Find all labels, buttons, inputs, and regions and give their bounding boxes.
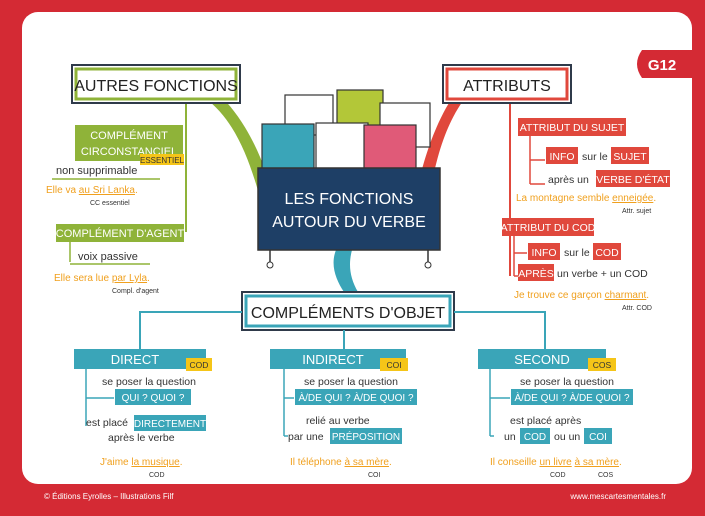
attr-cod-info: INFO [531, 247, 556, 259]
attr-sujet-info: INFO [549, 151, 574, 163]
second-coi-box [584, 428, 612, 444]
indirect-tag: COI [386, 360, 401, 370]
attr-sujet-verbe-box [596, 170, 670, 187]
second-question-box [511, 389, 633, 405]
badge-label: G12 [648, 57, 676, 74]
center-title-line1: LES FONCTIONS [285, 191, 414, 208]
autres-title: AUTRES FONCTIONS [74, 78, 238, 95]
indirect-question-text: se poser la question [304, 376, 398, 388]
branch-complements [333, 250, 358, 292]
direct-example: J'aime la musique. [100, 457, 183, 468]
cc-example-note: CC essentiel [90, 200, 130, 207]
agent-label-box [56, 224, 184, 242]
cc-label-line1: COMPLÉMENT [90, 129, 168, 142]
agent-property: voix passive [78, 251, 138, 263]
attr-sujet-sur: sur le [582, 151, 608, 163]
attributs-title: ATTRIBUTS [463, 78, 551, 95]
direct-placed-2: après le verbe [108, 432, 175, 444]
autres-title-box [71, 64, 241, 104]
second-cod: COD [524, 432, 546, 443]
cubes-illustration [261, 89, 431, 174]
indirect-related-1: relié au verbe [306, 415, 370, 427]
direct-placed: DIRECTEMENT [134, 419, 206, 430]
second-placed-pre: un [504, 431, 516, 443]
attr-sujet-example-note: Attr. sujet [622, 208, 651, 215]
attr-sujet-label: ATTRIBUT DU SUJET [520, 122, 625, 134]
attr-sujet-target: SUJET [613, 151, 647, 163]
center-board: LES FONCTIONS AUTOUR DU VERBE [257, 167, 441, 269]
attr-cod-label: ATTRIBUT DU COD [501, 222, 596, 234]
direct-question-box [115, 389, 191, 405]
attr-cod-apres: APRÈS [518, 267, 554, 280]
second-tag-box [588, 358, 616, 371]
second-example-note-cos: COS [598, 472, 614, 479]
indirect-question: À/DE QUI ? À/DE QUOI ? [298, 391, 413, 404]
footer-credits: © Éditions Eyrolles – Illustrations Filf [44, 492, 174, 501]
agent-label: COMPLÉMENT D'AGENT [56, 227, 185, 240]
indirect-related-2: par une [288, 431, 324, 443]
indirect-tag-box [380, 358, 408, 371]
indirect-question-box [295, 389, 417, 405]
direct-placed-1: est placé [86, 417, 128, 429]
attr-cod-label-box [502, 218, 594, 236]
attr-cod-rest: un verbe + un COD [557, 268, 648, 280]
second-question: À/DE QUI ? À/DE QUOI ? [514, 391, 629, 404]
indirect-example: Il téléphone à sa mère. [290, 457, 392, 468]
attr-sujet-example: La montagne semble enneigée. [516, 193, 656, 204]
direct-tag: COD [190, 360, 209, 370]
cc-tag: ESSENTIEL [140, 156, 185, 165]
footer-website[interactable]: www.mescartesmentales.fr [569, 492, 666, 501]
second-example-note-cod: COD [550, 472, 566, 479]
attr-cod-example-note: Attr. COD [622, 305, 652, 312]
agent-example: Elle sera lue par Lyla. [54, 273, 150, 284]
attr-sujet-verbe: VERBE D'ÉTAT [596, 173, 670, 186]
cc-example: Elle va au Sri Lanka. [46, 185, 138, 196]
cc-property: non supprimable [56, 165, 137, 177]
agent-example-note: Compl. d'agent [112, 288, 159, 295]
second-label: SECOND [514, 352, 570, 367]
autres-fonctions-section: AUTRES FONCTIONS COMPLÉMENT CIRCONSTANCI… [46, 64, 241, 295]
attr-cod-sur: sur le [564, 247, 590, 259]
second-cod-box [520, 428, 550, 444]
attr-sujet-info-box [546, 147, 578, 164]
center-title-line2: AUTOUR DU VERBE [272, 214, 426, 231]
attr-sujet-target-box [611, 147, 649, 164]
indirect-label: INDIRECT [302, 352, 363, 367]
attr-cod-target-box [593, 243, 621, 260]
attr-cod-example: Je trouve ce garçon charmant. [514, 290, 649, 301]
g12-badge: G12 [637, 50, 692, 78]
header-title: Les fonctions autour du verbe [534, 18, 679, 30]
second-tag: COS [593, 360, 612, 370]
attr-sujet-label-box [518, 118, 626, 136]
direct-tag-box [186, 358, 212, 371]
attr-cod-apres-box [518, 264, 554, 281]
attributs-title-box [442, 64, 572, 104]
direct-label-box [74, 349, 206, 369]
second-example: Il conseille un livre à sa mère. [490, 457, 622, 468]
complements-title: COMPLÉMENTS D'OBJET [251, 303, 445, 322]
second-question-text: se poser la question [520, 376, 614, 388]
attributs-section: ATTRIBUTS ATTRIBUT DU SUJET INFO sur le … [442, 64, 670, 312]
attr-sujet-apres: après un [548, 174, 589, 186]
complements-section: COMPLÉMENTS D'OBJET DIRECT COD se poser … [74, 291, 633, 479]
attr-cod-info-box [528, 243, 560, 260]
indirect-label-box [270, 349, 406, 369]
indirect-example-note: COI [368, 472, 381, 479]
direct-example-note: COD [149, 472, 165, 479]
direct-label: DIRECT [111, 352, 159, 367]
cc-tag-box [140, 154, 184, 165]
indirect-related-box [330, 428, 402, 444]
direct-placed-box [134, 415, 206, 431]
second-placed-mid: ou un [554, 431, 580, 443]
attr-cod-target: COD [595, 247, 619, 259]
second-placed-1: est placé après [510, 415, 581, 427]
indirect-related: PRÉPOSITION [332, 430, 400, 443]
second-label-box [478, 349, 606, 369]
second-coi: COI [589, 432, 607, 443]
direct-question-text: se poser la question [102, 376, 196, 388]
direct-question: QUI ? QUOI ? [122, 393, 185, 404]
